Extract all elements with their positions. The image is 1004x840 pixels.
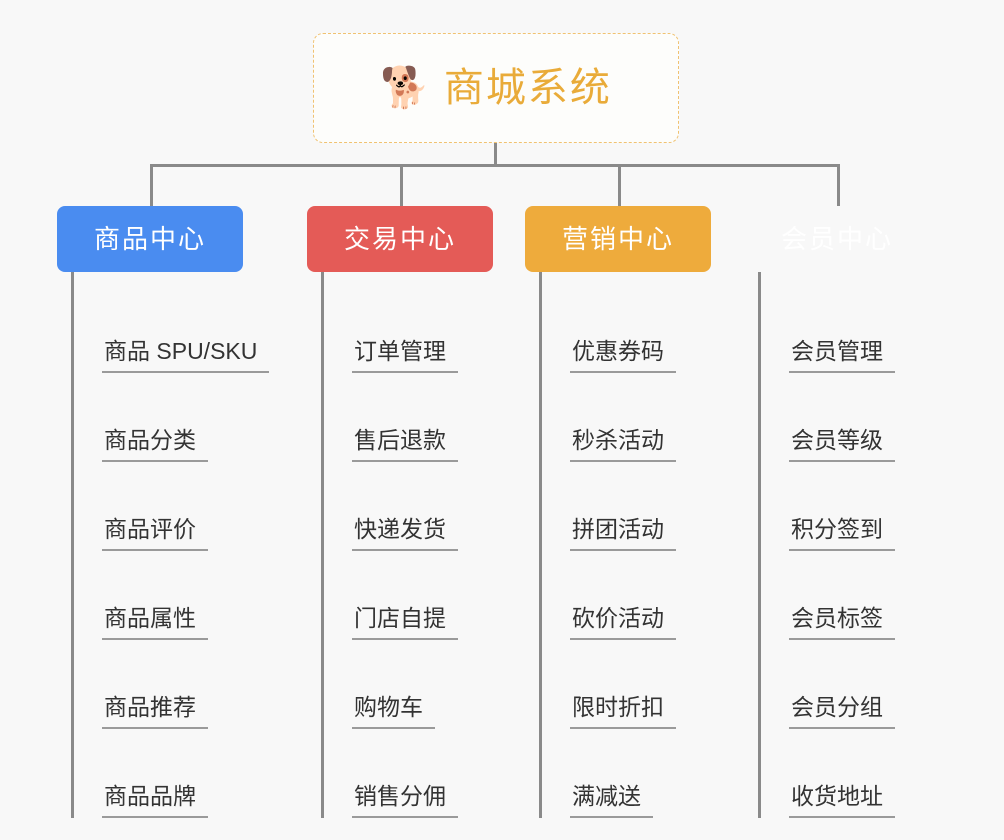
leaf-label: 快递发货 xyxy=(352,516,458,551)
list-item[interactable]: 砍价活动 xyxy=(542,551,711,640)
leaf-label: 砍价活动 xyxy=(570,605,676,640)
list-item[interactable]: 限时折扣 xyxy=(542,640,711,729)
list-item[interactable]: 秒杀活动 xyxy=(542,373,711,462)
list-item[interactable]: 满减送 xyxy=(542,729,711,818)
branch-header-trade[interactable]: 交易中心 xyxy=(307,206,493,272)
connector-root-stem xyxy=(494,143,497,167)
list-item[interactable]: 会员管理 xyxy=(761,284,930,373)
list-item[interactable]: 门店自提 xyxy=(324,551,493,640)
leaf-label: 积分签到 xyxy=(789,516,895,551)
leaf-label: 商品分类 xyxy=(102,427,208,462)
leaf-label: 门店自提 xyxy=(352,605,458,640)
list-item[interactable]: 会员标签 xyxy=(761,551,930,640)
root-title: 商城系统 xyxy=(443,66,612,110)
leaf-label: 会员标签 xyxy=(789,605,895,640)
leaf-label: 销售分佣 xyxy=(352,783,458,818)
leaf-label: 订单管理 xyxy=(352,338,458,373)
list-item[interactable]: 收货地址 xyxy=(761,729,930,818)
leaf-label: 售后退款 xyxy=(352,427,458,462)
leaf-label: 会员管理 xyxy=(789,338,895,373)
list-item[interactable]: 商品品牌 xyxy=(74,729,243,818)
list-item[interactable]: 会员分组 xyxy=(761,640,930,729)
leaf-label: 限时折扣 xyxy=(570,694,676,729)
connector-horizontal-bus xyxy=(150,164,840,167)
list-item[interactable]: 商品属性 xyxy=(74,551,243,640)
leaf-label: 商品品牌 xyxy=(102,783,208,818)
leaf-label: 优惠券码 xyxy=(570,338,676,373)
connector-drop-4 xyxy=(837,164,840,206)
leaf-label: 商品 SPU/SKU xyxy=(102,338,270,373)
list-item[interactable]: 购物车 xyxy=(324,640,493,729)
list-item[interactable]: 会员等级 xyxy=(761,373,930,462)
leaf-label: 商品属性 xyxy=(102,605,208,640)
list-item[interactable]: 优惠券码 xyxy=(542,284,711,373)
leaf-label: 商品推荐 xyxy=(102,694,208,729)
leaf-list-marketing: 优惠券码 秒杀活动 拼团活动 砍价活动 限时折扣 满减送 xyxy=(539,272,711,818)
connector-drop-2 xyxy=(400,164,403,206)
leaf-label: 秒杀活动 xyxy=(570,427,676,462)
branch-column-trade: 交易中心 订单管理 售后退款 快递发货 门店自提 购物车 销售分佣 xyxy=(307,206,493,818)
leaf-label: 满减送 xyxy=(570,783,653,818)
shiba-inu-face-icon: 🐕 xyxy=(380,66,430,110)
list-item[interactable]: 售后退款 xyxy=(324,373,493,462)
list-item[interactable]: 订单管理 xyxy=(324,284,493,373)
leaf-list-member: 会员管理 会员等级 积分签到 会员标签 会员分组 收货地址 xyxy=(758,272,930,818)
branch-header-product[interactable]: 商品中心 xyxy=(57,206,243,272)
branch-column-product: 商品中心 商品 SPU/SKU 商品分类 商品评价 商品属性 商品推荐 商品品牌 xyxy=(57,206,270,818)
leaf-list-product: 商品 SPU/SKU 商品分类 商品评价 商品属性 商品推荐 商品品牌 xyxy=(71,272,270,818)
leaf-label: 拼团活动 xyxy=(570,516,676,551)
list-item[interactable]: 销售分佣 xyxy=(324,729,493,818)
leaf-label: 会员分组 xyxy=(789,694,895,729)
branch-column-member: 会员中心 会员管理 会员等级 积分签到 会员标签 会员分组 收货地址 xyxy=(744,206,930,818)
leaf-label: 购物车 xyxy=(352,694,435,729)
branch-column-marketing: 营销中心 优惠券码 秒杀活动 拼团活动 砍价活动 限时折扣 满减送 xyxy=(525,206,711,818)
leaf-list-trade: 订单管理 售后退款 快递发货 门店自提 购物车 销售分佣 xyxy=(321,272,493,818)
branch-header-member[interactable]: 会员中心 xyxy=(780,224,893,254)
list-item[interactable]: 商品评价 xyxy=(74,462,243,551)
list-item[interactable]: 积分签到 xyxy=(761,462,930,551)
connector-drop-3 xyxy=(618,164,621,206)
leaf-label: 收货地址 xyxy=(789,783,895,818)
root-node[interactable]: 🐕 商城系统 xyxy=(313,33,679,143)
list-item[interactable]: 商品分类 xyxy=(74,373,243,462)
list-item[interactable]: 拼团活动 xyxy=(542,462,711,551)
list-item[interactable]: 快递发货 xyxy=(324,462,493,551)
connector-drop-1 xyxy=(150,164,153,206)
leaf-label: 商品评价 xyxy=(102,516,208,551)
branch-header-marketing[interactable]: 营销中心 xyxy=(525,206,711,272)
list-item[interactable]: 商品推荐 xyxy=(74,640,243,729)
leaf-label: 会员等级 xyxy=(789,427,895,462)
list-item[interactable]: 商品 SPU/SKU xyxy=(74,284,270,373)
